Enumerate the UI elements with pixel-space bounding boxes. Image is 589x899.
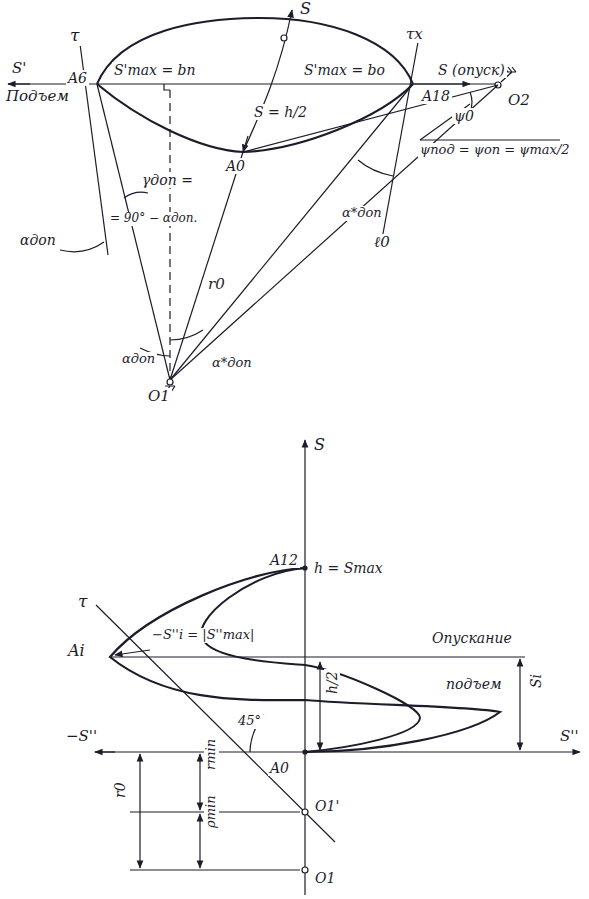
diagram-label: αдоп <box>18 232 58 248</box>
diagram-label: Ai <box>66 642 87 660</box>
diagram-label: ℓ0 <box>372 234 392 251</box>
diagram-label: Опускание <box>430 630 514 646</box>
diagram-label: rmin <box>204 737 219 772</box>
diagram-label: −S''i = |S''max| <box>150 628 256 643</box>
diagram-label: S'max = bо <box>302 62 387 78</box>
diagram-label: α*доп <box>210 356 254 371</box>
diagram-label: O1' <box>313 798 341 814</box>
diagram-label: S' <box>10 60 28 77</box>
diagram-label: S <box>312 436 327 454</box>
diagram-label: S (опуск) <box>436 62 507 78</box>
diagram-label: A12 <box>268 552 300 568</box>
diagram-label: Подъем <box>4 88 71 105</box>
diagram-label: подъем <box>444 676 504 692</box>
diagram-label: A0 <box>224 158 247 174</box>
diagram-label: S <box>298 0 313 18</box>
diagram-label: A6 <box>66 70 89 86</box>
diagram-label: ψпод = ψоп = ψmax/2 <box>418 143 572 158</box>
diagram-label: = 90° − αдоп. <box>108 212 199 226</box>
diagram-label: r0 <box>112 780 128 800</box>
diagram-label: O1 <box>313 870 337 886</box>
diagram-label: τ <box>68 26 81 46</box>
diagram-label: ρmin <box>204 794 219 831</box>
diagram-label: A0 <box>268 760 291 776</box>
diagram-label: τ <box>76 592 89 612</box>
diagram-label: S'' <box>558 728 581 745</box>
diagram-label: h/2 <box>324 669 340 696</box>
diagram-label: A18 <box>420 88 452 104</box>
diagram-label: −S'' <box>64 728 99 745</box>
diagram-label: γдоп = <box>140 172 195 188</box>
diagram-label: r0 <box>206 276 227 293</box>
diagram-label: O1 <box>146 388 172 405</box>
diagram-label: S'max = bп <box>112 62 198 78</box>
diagram-label: 45° <box>236 714 263 729</box>
diagram-label: h = Smax <box>312 560 385 576</box>
diagram-label: O2 <box>506 92 532 109</box>
diagram-label: τx <box>404 26 425 43</box>
diagram-label: S = h/2 <box>252 104 309 120</box>
diagram-label: α*доп <box>340 206 384 221</box>
diagram-label: αдоп <box>120 352 157 367</box>
diagram-label: Si <box>528 672 544 690</box>
diagram-label: ψ0 <box>452 108 476 124</box>
